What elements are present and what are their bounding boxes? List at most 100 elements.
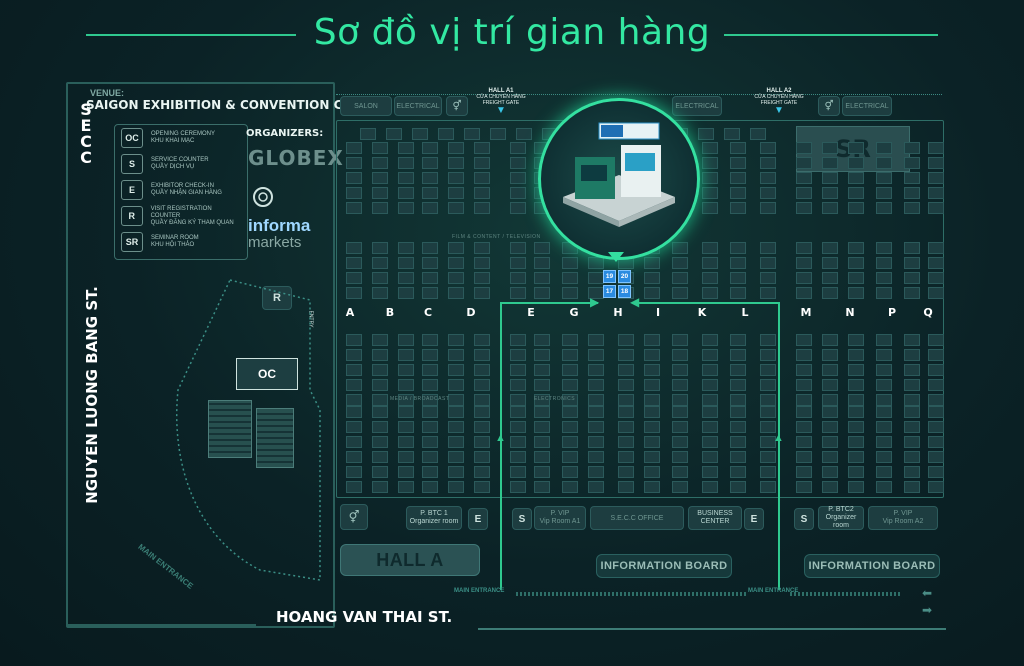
booth-cell[interactable]: [730, 187, 746, 199]
booth-cell[interactable]: [822, 379, 838, 391]
booth-cell[interactable]: [644, 334, 660, 346]
booth-cell[interactable]: [822, 142, 838, 154]
booth-cell[interactable]: [448, 142, 464, 154]
booth-cell[interactable]: [398, 272, 414, 284]
booth-cell[interactable]: [398, 481, 414, 493]
booth-cell[interactable]: [448, 172, 464, 184]
booth-cell[interactable]: [474, 242, 490, 254]
booth-cell[interactable]: [760, 157, 776, 169]
booth-cell[interactable]: [928, 187, 944, 199]
booth-cell[interactable]: [474, 257, 490, 269]
booth-20[interactable]: 20: [618, 270, 631, 283]
booth-cell[interactable]: [672, 466, 688, 478]
booth-cell[interactable]: [796, 349, 812, 361]
booth-cell[interactable]: [510, 421, 526, 433]
booth-cell[interactable]: [534, 451, 550, 463]
booth-cell[interactable]: [510, 481, 526, 493]
booth-cell[interactable]: [876, 272, 892, 284]
booth-cell[interactable]: [928, 202, 944, 214]
booth-cell[interactable]: [422, 379, 438, 391]
booth-cell[interactable]: [904, 257, 920, 269]
booth-cell[interactable]: [760, 394, 776, 406]
booth-cell[interactable]: [904, 394, 920, 406]
booth-cell[interactable]: [562, 349, 578, 361]
booth-cell[interactable]: [730, 436, 746, 448]
booth-cell[interactable]: [372, 272, 388, 284]
booth-cell[interactable]: [876, 202, 892, 214]
booth-cell[interactable]: [848, 379, 864, 391]
booth-cell[interactable]: [448, 379, 464, 391]
booth-cell[interactable]: [618, 349, 634, 361]
booth-cell[interactable]: [372, 421, 388, 433]
booth-cell[interactable]: [760, 202, 776, 214]
booth-cell[interactable]: [618, 406, 634, 418]
booth-cell[interactable]: [346, 481, 362, 493]
booth-cell[interactable]: [702, 287, 718, 299]
booth-cell[interactable]: [346, 157, 362, 169]
booth-cell[interactable]: [928, 172, 944, 184]
booth-cell[interactable]: [702, 466, 718, 478]
booth-cell[interactable]: [848, 187, 864, 199]
booth-cell[interactable]: [510, 334, 526, 346]
booth-cell[interactable]: [474, 349, 490, 361]
booth-cell[interactable]: [562, 451, 578, 463]
booth-cell[interactable]: [562, 257, 578, 269]
booth-cell[interactable]: [372, 394, 388, 406]
booth-cell[interactable]: [474, 364, 490, 376]
booth-cell[interactable]: [760, 242, 776, 254]
booth-cell[interactable]: [346, 142, 362, 154]
booth-cell[interactable]: [372, 242, 388, 254]
booth-cell[interactable]: [534, 394, 550, 406]
booth-cell[interactable]: [730, 157, 746, 169]
booth-cell[interactable]: [724, 128, 740, 140]
booth-cell[interactable]: [848, 157, 864, 169]
booth-17[interactable]: 17: [603, 285, 616, 298]
booth-cell[interactable]: [448, 202, 464, 214]
booth-cell[interactable]: [372, 142, 388, 154]
booth-cell[interactable]: [848, 142, 864, 154]
booth-cell[interactable]: [510, 172, 526, 184]
booth-cell[interactable]: [448, 451, 464, 463]
booth-cell[interactable]: [848, 364, 864, 376]
booth-cell[interactable]: [848, 242, 864, 254]
booth-cell[interactable]: [448, 157, 464, 169]
booth-cell[interactable]: [644, 451, 660, 463]
booth-cell[interactable]: [796, 187, 812, 199]
booth-cell[interactable]: [760, 481, 776, 493]
booth-cell[interactable]: [928, 334, 944, 346]
booth-cell[interactable]: [618, 421, 634, 433]
booth-cell[interactable]: [904, 142, 920, 154]
booth-cell[interactable]: [702, 451, 718, 463]
booth-cell[interactable]: [448, 481, 464, 493]
booth-cell[interactable]: [904, 272, 920, 284]
booth-cell[interactable]: [644, 379, 660, 391]
booth-cell[interactable]: [372, 436, 388, 448]
booth-cell[interactable]: [796, 436, 812, 448]
booth-cell[interactable]: [618, 364, 634, 376]
booth-cell[interactable]: [644, 421, 660, 433]
booth-cell[interactable]: [928, 451, 944, 463]
booth-cell[interactable]: [848, 481, 864, 493]
booth-cell[interactable]: [372, 257, 388, 269]
booth-cell[interactable]: [876, 287, 892, 299]
booth-cell[interactable]: [796, 172, 812, 184]
booth-cell[interactable]: [372, 187, 388, 199]
booth-cell[interactable]: [534, 466, 550, 478]
booth-cell[interactable]: [398, 379, 414, 391]
booth-cell[interactable]: [760, 187, 776, 199]
booth-cell[interactable]: [534, 379, 550, 391]
booth-cell[interactable]: [702, 172, 718, 184]
booth-cell[interactable]: [822, 436, 838, 448]
booth-cell[interactable]: [588, 421, 604, 433]
booth-cell[interactable]: [702, 202, 718, 214]
booth-cell[interactable]: [422, 287, 438, 299]
booth-cell[interactable]: [398, 436, 414, 448]
booth-cell[interactable]: [702, 157, 718, 169]
booth-cell[interactable]: [534, 242, 550, 254]
booth-cell[interactable]: [398, 349, 414, 361]
booth-cell[interactable]: [760, 379, 776, 391]
booth-cell[interactable]: [760, 272, 776, 284]
booth-cell[interactable]: [372, 481, 388, 493]
booth-cell[interactable]: [346, 257, 362, 269]
booth-cell[interactable]: [730, 421, 746, 433]
